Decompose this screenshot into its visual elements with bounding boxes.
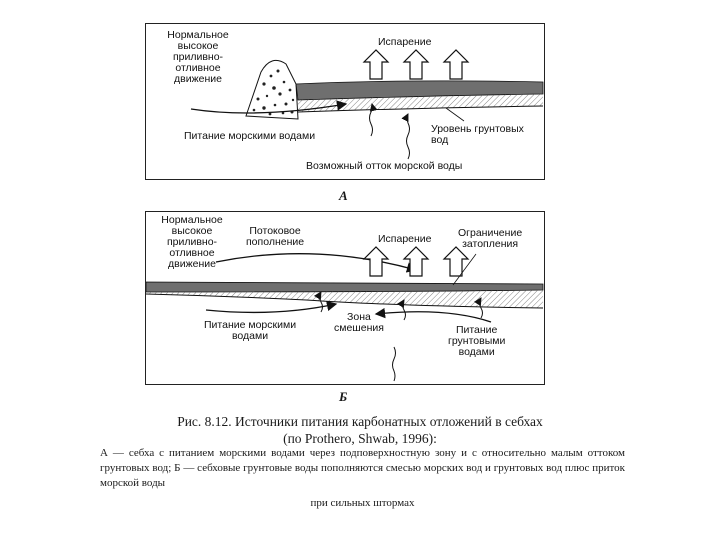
panel-a: Нормальное высокое приливно- отливное дв… [145,23,545,180]
panel-a-seawater-outflow-label: Возможный отток морской воды [306,160,463,172]
panel-a-groundwater-level-label: Уровень грунтовых вод [431,123,524,146]
panel-b: Нормальное высокое приливно- отливное дв… [145,211,545,385]
panel-b-evaporation-label: Испарение [378,233,432,245]
panel-b-flood-limit-label: Ограничение затопления [458,227,523,250]
panel-a-drawing [190,49,544,160]
panel-b-drawing [146,246,544,382]
caption-title-line-1: Рис. 8.12. Источники питания карбонатных… [177,414,543,429]
outflow-arrows [369,103,410,160]
sea-recharge-arrow [190,100,348,114]
panel-a-label: А [339,188,348,203]
groundwater-zone [298,94,543,112]
panel-b-groundwater-recharge-label: Питание грунтовыми водами [448,324,506,358]
groundwater-line [146,293,544,309]
panel-b-mixing-zone-label: Зона смешения [334,311,384,334]
figure-caption-last-line: при сильных штормах [310,497,415,509]
evaporation-arrows [362,246,470,277]
panel-b-flood-recharge-label: Потоковое пополнение [246,225,305,248]
figure-caption-body: А — себха с питанием морскими водами чер… [100,447,625,489]
evaporation-arrows [362,49,470,80]
sea-recharge-arrow [205,300,338,314]
panel-b-label: Б [339,389,348,404]
panel-a-normal-tide-label: Нормальное высокое приливно- отливное дв… [167,29,229,85]
flood-limit-pointer [452,253,477,286]
groundwater-recharge-arrow [374,307,492,323]
groundwater-pointer [445,107,465,122]
ridge-dots [252,69,295,116]
caption-title-line-2: (по Prothero, Shwab, 1996): [283,431,437,446]
sabkha-surface-layer [146,281,544,293]
mixing-zone-wiggle [392,346,396,382]
groundwater-zone [146,290,543,308]
upward-flow-arrows [313,291,483,321]
panel-b-sea-recharge-label: Питание морскими водами [204,319,297,342]
panel-a-evaporation-label: Испарение [378,36,432,48]
panel-b-normal-tide-label: Нормальное высокое приливно- отливное дв… [161,214,223,270]
figure-caption-title: Рис. 8.12. Источники питания карбонатных… [100,413,620,447]
panel-a-sea-recharge-label: Питание морскими водами [184,130,316,142]
groundwater-line [297,105,544,113]
flood-recharge-arrow [215,253,418,273]
